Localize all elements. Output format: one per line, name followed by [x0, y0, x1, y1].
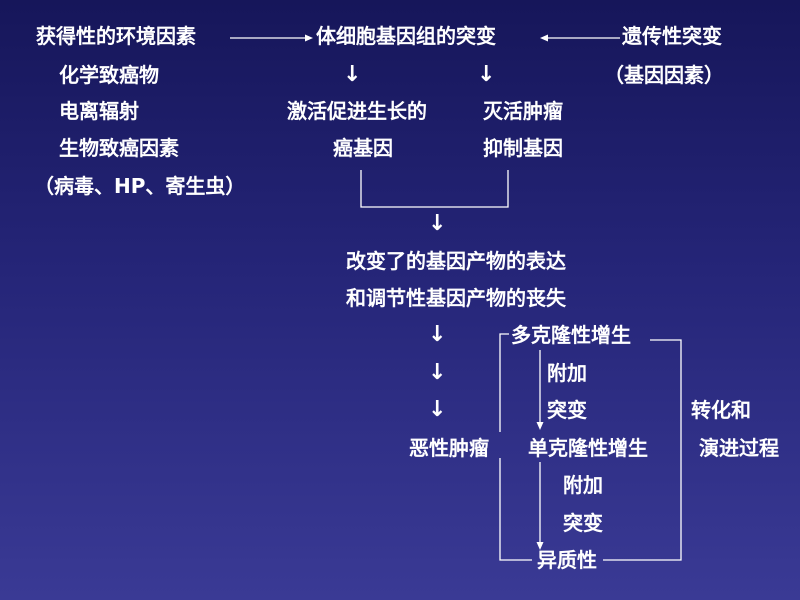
convergence-bracket	[360, 170, 509, 208]
biological-examples-label: （病毒、HP、寄生虫）	[34, 174, 246, 198]
hereditary-mutation-label: 遗传性突变	[622, 24, 722, 48]
down-arrow-icon: ↓	[428, 397, 447, 422]
additional-label-2: 附加	[563, 473, 603, 497]
biological-factor-label: 生物致癌因素	[59, 136, 179, 160]
radiation-label: 电离辐射	[59, 99, 139, 123]
arrowhead-down	[536, 422, 544, 430]
inactivated-suppressor-line1: 灭活肿瘤	[483, 99, 563, 123]
transformation-bracket	[603, 339, 682, 561]
arrowhead-down	[536, 542, 544, 550]
somatic-mutation-label: 体细胞基因组的突变	[316, 24, 496, 48]
down-arrow-icon: ↓	[428, 322, 447, 347]
additional-label-1: 附加	[547, 361, 587, 385]
transform-label-2: 演进过程	[699, 436, 779, 460]
activated-oncogene-line1: 激活促进生长的	[287, 99, 427, 123]
arrowhead-left	[540, 34, 548, 42]
malignant-tumor-label: 恶性肿瘤	[409, 436, 489, 460]
down-arrow-icon: ↓	[477, 62, 496, 87]
arrowhead-right	[305, 34, 313, 42]
polyclonal-label: 多克隆性增生	[511, 323, 631, 347]
altered-expression-label: 改变了的基因产物的表达	[346, 249, 566, 273]
gene-factor-label: （基因因素）	[604, 63, 724, 87]
regulatory-loss-label: 和调节性基因产物的丧失	[346, 286, 566, 310]
transform-label-1: 转化和	[691, 398, 751, 422]
inactivated-suppressor-line2: 抑制基因	[483, 136, 563, 160]
down-arrow-icon: ↓	[428, 360, 447, 385]
left-bracket-bottom	[499, 458, 532, 561]
monoclonal-label: 单克隆性增生	[528, 436, 648, 460]
down-arrow-icon: ↓	[428, 211, 447, 236]
left-bracket-top	[499, 333, 509, 432]
mutation-label-1: 突变	[547, 398, 587, 422]
activated-oncogene-line2: 癌基因	[333, 136, 393, 160]
mutation-label-2: 突变	[563, 511, 603, 535]
heterogeneity-label: 异质性	[537, 548, 597, 572]
down-arrow-icon: ↓	[343, 62, 362, 87]
chemical-carcinogen-label: 化学致癌物	[59, 63, 159, 87]
acquired-factors-label: 获得性的环境因素	[36, 24, 196, 48]
